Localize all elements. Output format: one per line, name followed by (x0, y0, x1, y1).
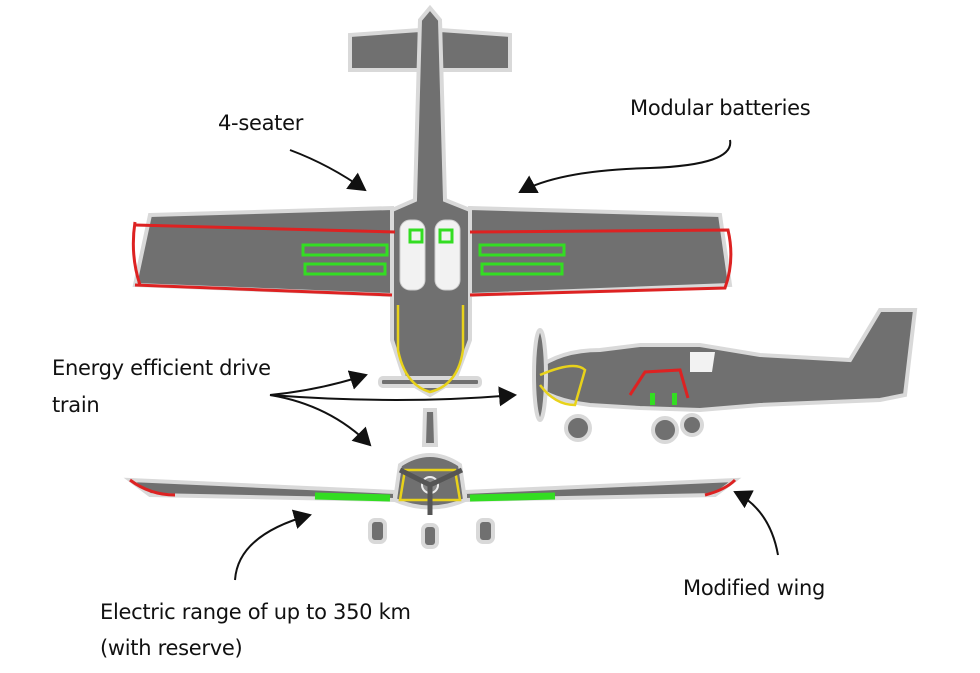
label-drive-train-line1: Energy efficient drive (52, 356, 271, 380)
arrow-wing (733, 490, 779, 556)
arrow-batteries (518, 139, 732, 194)
label-modified-wing: Modified wing (683, 576, 826, 600)
annotation-arrows (234, 139, 779, 581)
label-drive-train-line2: train (52, 393, 100, 417)
arrow-drive-side (269, 386, 517, 407)
battery-packs-wing (301, 228, 566, 276)
arrow-range (234, 509, 312, 581)
top-view-details (131, 219, 733, 394)
arrow-4-seater (289, 149, 367, 192)
label-range-line2: (with reserve) (100, 636, 243, 660)
label-4-seater: 4-seater (218, 111, 304, 135)
arrow-drive-front (269, 394, 372, 447)
top-view-aircraft (132, 4, 733, 398)
side-view-details (539, 352, 715, 407)
front-view-details (129, 467, 737, 515)
arrow-drive-top (269, 370, 368, 396)
side-view-aircraft (532, 308, 918, 444)
label-modular-batteries: Modular batteries (630, 96, 811, 120)
label-range-line1: Electric range of up to 350 km (100, 600, 411, 624)
